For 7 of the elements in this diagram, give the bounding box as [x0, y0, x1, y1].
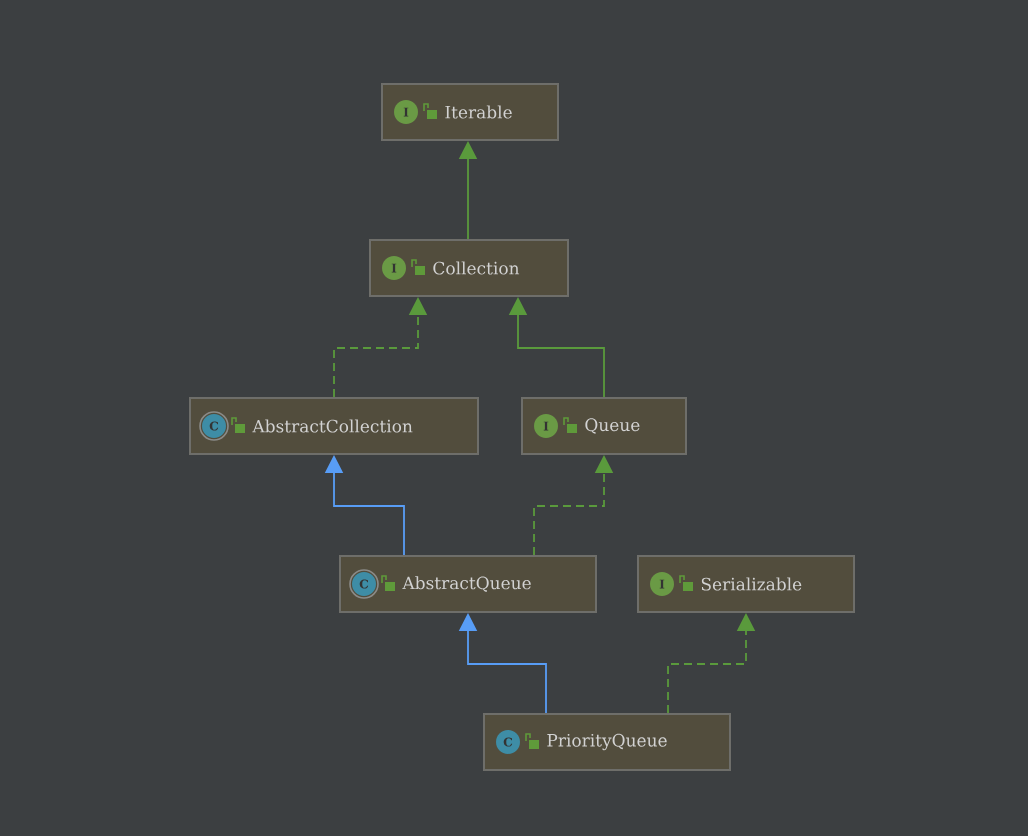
class-name: Iterable	[445, 105, 512, 119]
class-name: AbstractQueue	[402, 576, 531, 592]
class-name: Collection	[433, 261, 520, 275]
class-name: Queue	[585, 418, 640, 434]
class-name: Serializable	[701, 577, 802, 591]
class-name: AbstractCollection	[252, 419, 413, 433]
class-name: PriorityQueue	[547, 733, 667, 751]
